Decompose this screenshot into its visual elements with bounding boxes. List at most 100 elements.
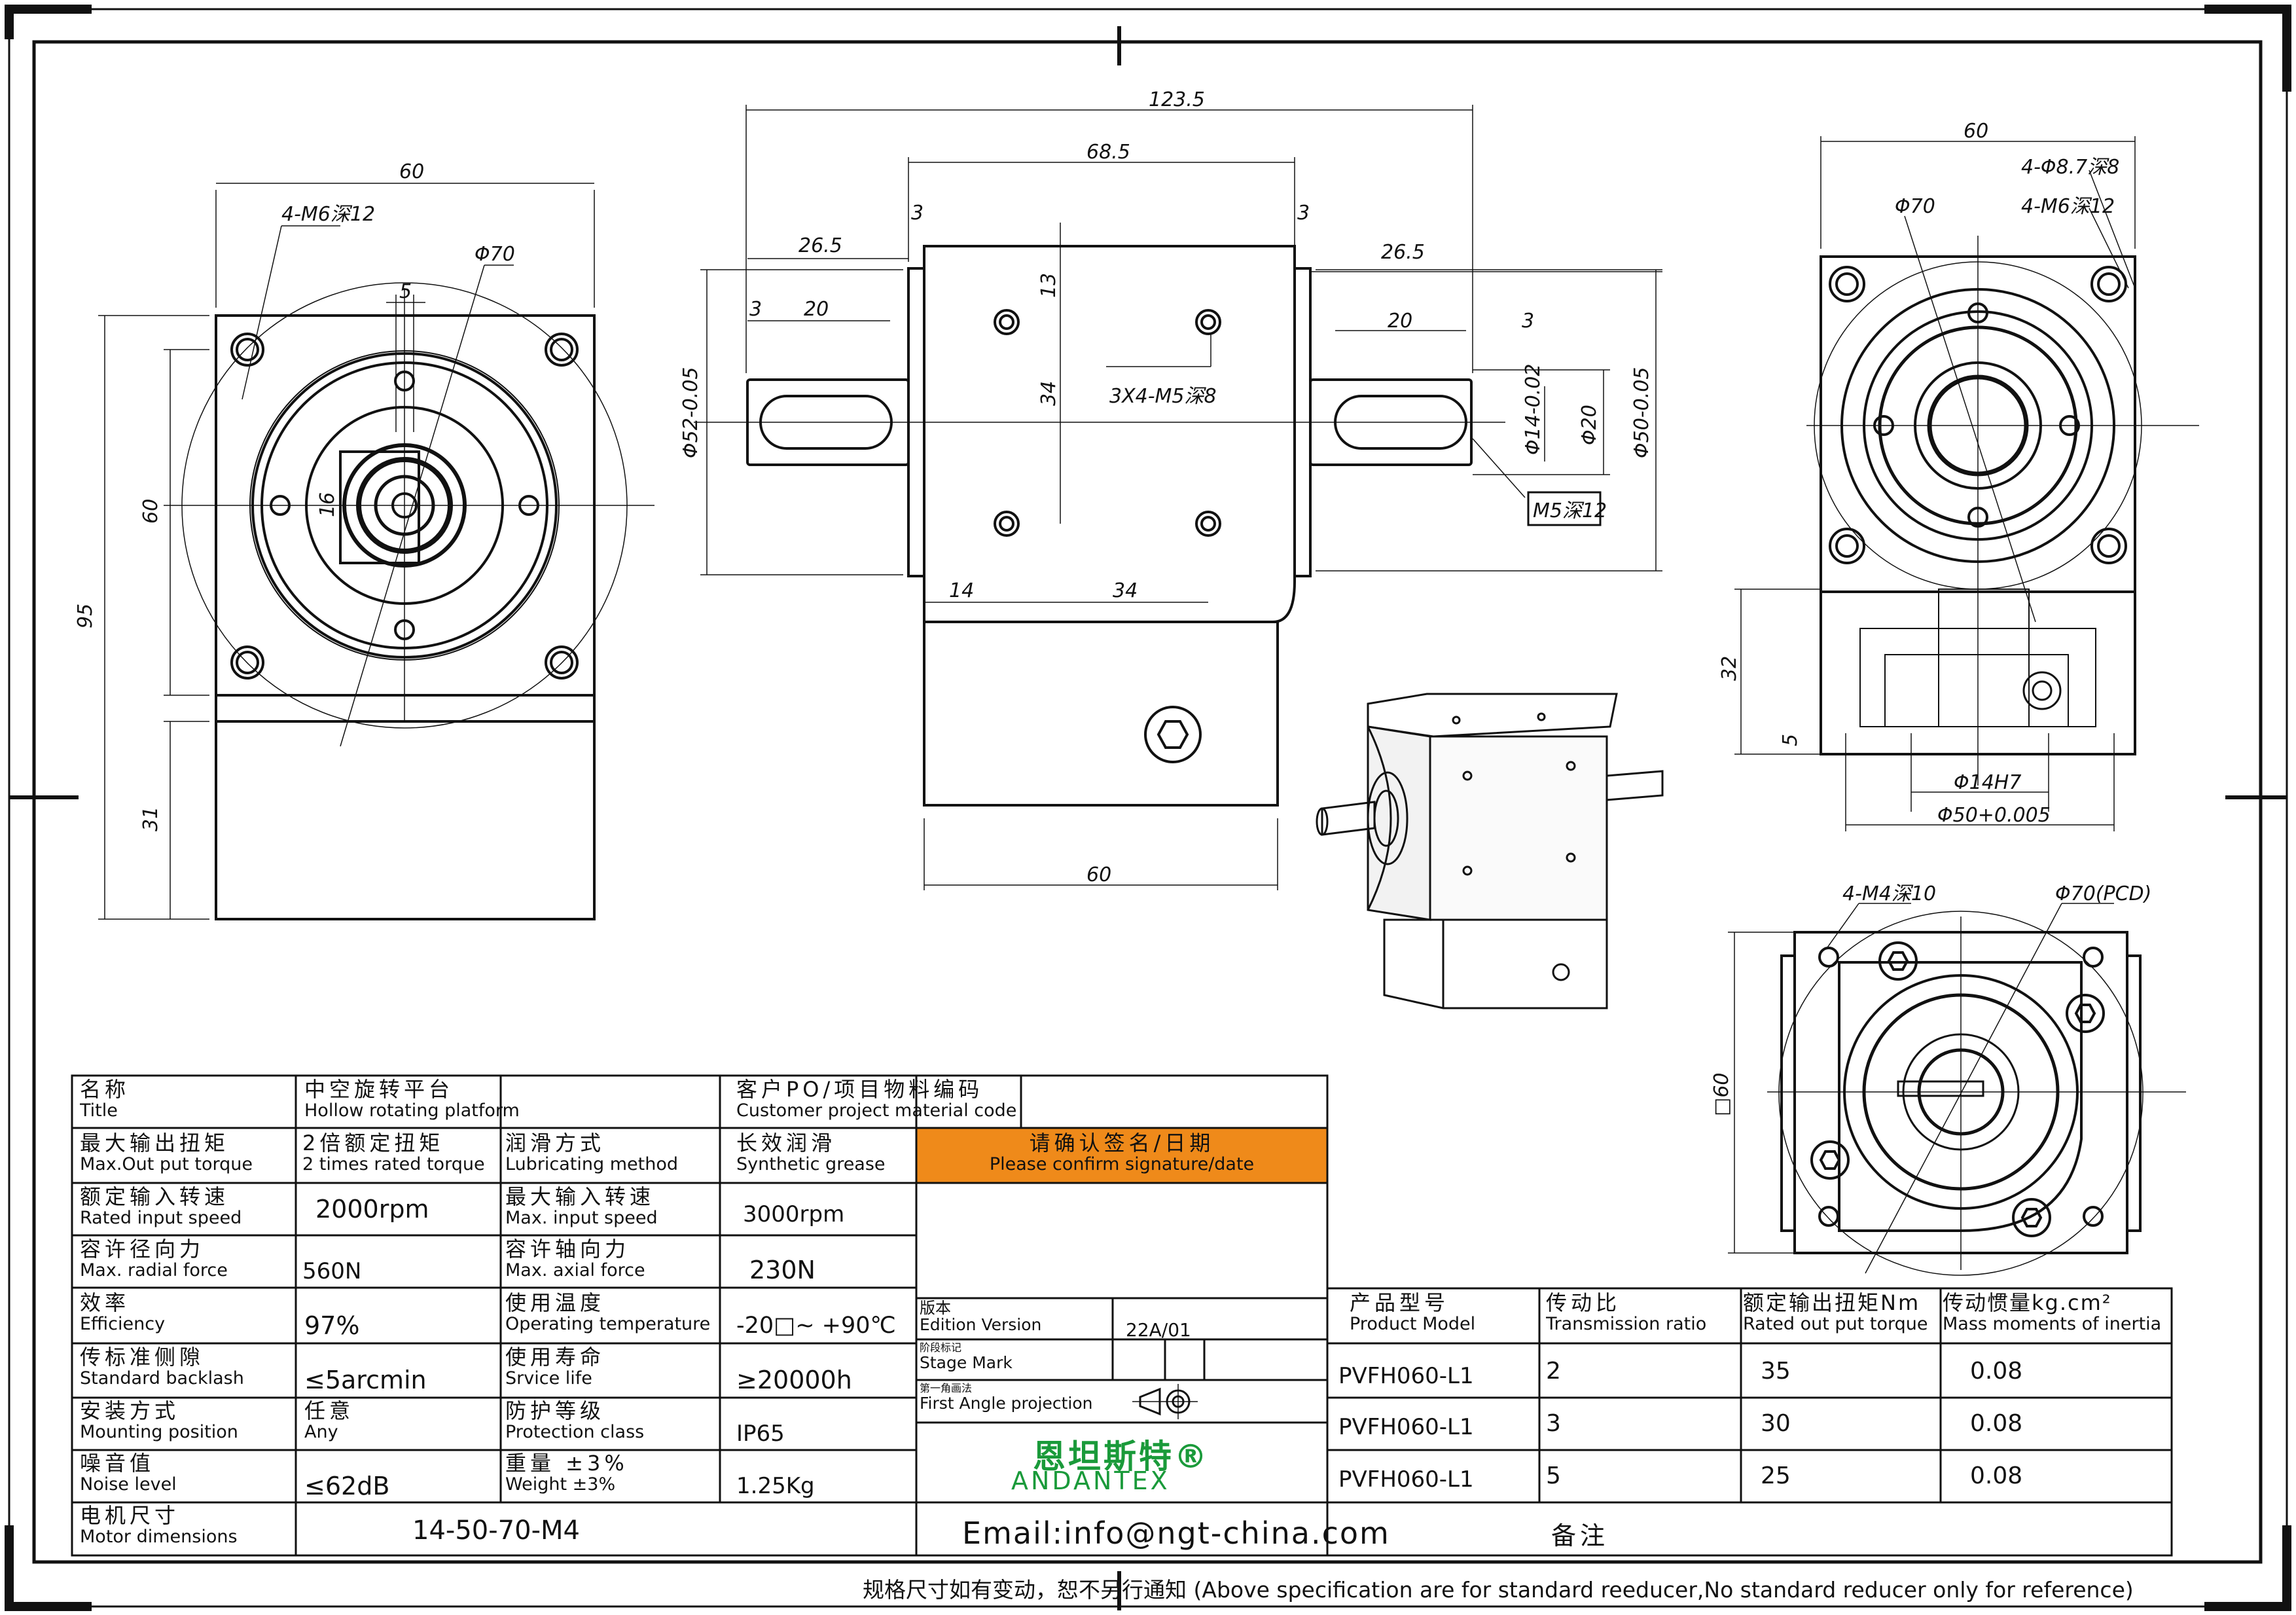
dimension-labels: 60 4-M6深12 Φ70 5 60 16 95 31 123.5 68.5 … bbox=[74, 88, 2151, 1116]
dim-side-34h: 34 bbox=[1113, 579, 1138, 602]
drawing-border bbox=[8, 8, 2288, 1608]
brand-logo-en: ANDANTEX bbox=[1011, 1466, 1170, 1495]
model-row-1-torque: 35 bbox=[1761, 1358, 1791, 1385]
dim-front-m6: 4-M6深12 bbox=[281, 203, 375, 226]
dim-side-13: 13 bbox=[1037, 273, 1060, 298]
dim-side-34v: 34 bbox=[1037, 381, 1060, 406]
dim-side-60: 60 bbox=[1086, 863, 1111, 886]
dim-top-32: 32 bbox=[1718, 656, 1741, 681]
dim-top-d14h7: Φ14H7 bbox=[1954, 771, 2021, 794]
dim-side-20b: 20 bbox=[1388, 310, 1412, 333]
dim-side-20a: 20 bbox=[804, 298, 829, 321]
drawing-inner-border bbox=[32, 40, 2263, 1564]
efficiency-value: 97% bbox=[304, 1313, 360, 1339]
edition-value: 22A/01 bbox=[1126, 1319, 1191, 1341]
footer-note: 规格尺寸如有变动，恕不另行通知 (Above specification are… bbox=[863, 1577, 2134, 1603]
spec-table-grid bbox=[71, 1074, 2173, 1557]
dim-side-3d: 3 bbox=[1522, 310, 1534, 333]
dim-top-d50: Φ50+0.005 bbox=[1937, 804, 2051, 827]
dim-front-31: 31 bbox=[139, 807, 162, 831]
side-view bbox=[694, 105, 1662, 890]
dim-side-d14: Φ14-0.02 bbox=[1522, 364, 1545, 455]
front-view bbox=[98, 183, 655, 920]
model-row-2-ratio: 3 bbox=[1546, 1411, 1561, 1437]
dim-side-d20: Φ20 bbox=[1578, 405, 1601, 445]
weight-value: 1.25Kg bbox=[736, 1473, 815, 1499]
dim-side-3b: 3 bbox=[1297, 202, 1310, 225]
axial-force-value: 230N bbox=[749, 1257, 816, 1283]
brand-logo-zh: 恩坦斯特® bbox=[1033, 1438, 1210, 1476]
dim-top-5: 5 bbox=[1779, 734, 1802, 746]
dim-bot-pcd: Φ70(PCD) bbox=[2055, 882, 2151, 905]
dim-front-5: 5 bbox=[399, 280, 412, 303]
model-row-3-inertia: 0.08 bbox=[1970, 1463, 2023, 1489]
dim-bot-m4: 4-M4深10 bbox=[1842, 882, 1936, 905]
flange-view bbox=[1728, 903, 2186, 1276]
radial-force-value: 560N bbox=[302, 1258, 362, 1284]
temperature-value: -20□~ +90℃ bbox=[736, 1313, 896, 1339]
dim-front-width: 60 bbox=[399, 160, 424, 183]
dim-side-3a: 3 bbox=[911, 202, 924, 225]
dim-front-95: 95 bbox=[74, 604, 97, 628]
projection-symbol bbox=[1132, 1384, 1198, 1419]
iso-view bbox=[1316, 693, 1664, 1009]
protection-value: IP65 bbox=[736, 1421, 785, 1447]
service-life-value: ≥20000h bbox=[736, 1367, 852, 1393]
model-row-2-model: PVFH060-L1 bbox=[1338, 1414, 1474, 1440]
model-row-2-torque: 30 bbox=[1761, 1411, 1791, 1437]
model-row-2-inertia: 0.08 bbox=[1970, 1411, 2023, 1437]
dim-top-d70: Φ70 bbox=[1895, 195, 1935, 218]
model-row-3-ratio: 5 bbox=[1546, 1463, 1561, 1489]
remark-label: 备注 bbox=[1551, 1521, 1609, 1550]
dim-side-d52: Φ52-0.05 bbox=[679, 367, 702, 458]
dim-side-685: 68.5 bbox=[1086, 141, 1130, 164]
dim-side-3x4: 3X4-M5深8 bbox=[1109, 385, 1217, 408]
dim-front-d70: Φ70 bbox=[475, 243, 515, 266]
dim-top-60: 60 bbox=[1964, 120, 1988, 143]
motor-dim-value: 14-50-70-M4 bbox=[412, 1517, 580, 1544]
dim-front-16: 16 bbox=[316, 492, 339, 517]
dim-side-d50: Φ50-0.05 bbox=[1630, 367, 1653, 458]
dim-top-d87: 4-Φ8.7深8 bbox=[2021, 156, 2119, 179]
model-row-1-ratio: 2 bbox=[1546, 1358, 1561, 1385]
rated-speed-value: 2000rpm bbox=[315, 1196, 429, 1222]
dim-side-3c: 3 bbox=[749, 298, 762, 321]
dim-side-265b: 26.5 bbox=[1381, 241, 1425, 264]
dim-side-m5: M5深12 bbox=[1533, 499, 1607, 522]
confirm-bar bbox=[915, 1127, 1329, 1184]
model-row-3-model: PVFH060-L1 bbox=[1338, 1466, 1474, 1493]
model-row-1-model: PVFH060-L1 bbox=[1338, 1363, 1474, 1389]
noise-value: ≤62dB bbox=[304, 1473, 390, 1499]
max-speed-value: 3000rpm bbox=[743, 1201, 845, 1227]
dim-front-60v: 60 bbox=[139, 499, 162, 524]
dim-bot-sq60: □60 bbox=[1710, 1072, 1733, 1116]
model-row-1-inertia: 0.08 bbox=[1970, 1358, 2023, 1385]
contact-email[interactable]: Email:info@ngt-china.com bbox=[962, 1515, 1390, 1551]
weight-label: 重量 ±3%Weight ±3% bbox=[505, 1451, 628, 1495]
